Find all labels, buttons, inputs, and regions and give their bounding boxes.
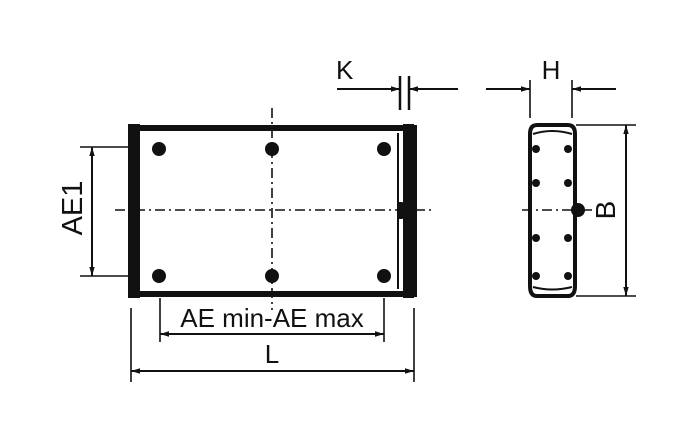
label-h: H <box>542 55 561 85</box>
bolt-bottom-right <box>377 269 391 283</box>
dimension-ae1: AE1 <box>57 146 130 277</box>
side-bolt <box>532 145 540 153</box>
bolt-top-right <box>377 142 391 156</box>
dimension-ae-range: AE min-AE max <box>159 298 385 342</box>
side-bolt <box>532 179 540 187</box>
connector-right <box>398 202 409 219</box>
dimension-k: K <box>336 55 458 110</box>
side-bolt <box>532 234 540 242</box>
dimension-b: B <box>576 124 636 297</box>
dimension-l: L <box>130 308 415 382</box>
side-top-lip <box>532 130 573 135</box>
right-flange <box>403 124 414 298</box>
side-bolt <box>564 145 572 153</box>
side-view <box>522 123 592 298</box>
dimension-h: H <box>486 55 616 118</box>
bolt-top-center <box>265 142 279 156</box>
side-connector <box>571 203 585 217</box>
bolt-bottom-left <box>152 269 166 283</box>
side-bottom-lip <box>532 286 573 291</box>
label-b: B <box>590 201 621 220</box>
label-l: L <box>265 339 279 369</box>
front-view <box>115 108 432 310</box>
bolt-top-left <box>152 142 166 156</box>
side-bolt <box>564 234 572 242</box>
label-ae1: AE1 <box>57 181 89 236</box>
side-body <box>528 123 577 298</box>
label-k: K <box>336 55 354 85</box>
bolt-bottom-center <box>265 269 279 283</box>
side-bolt <box>564 179 572 187</box>
side-bolt <box>532 272 540 280</box>
left-flange <box>128 124 140 298</box>
side-bolt <box>564 272 572 280</box>
label-ae-range: AE min-AE max <box>180 303 364 333</box>
